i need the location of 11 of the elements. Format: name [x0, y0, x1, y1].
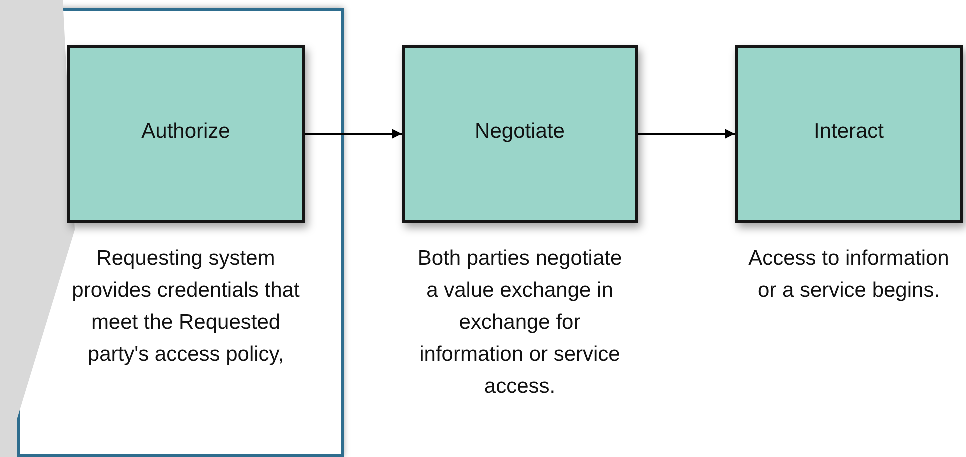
step-description: Both parties negotiate a value exchange in exchange for information or service access.	[416, 246, 624, 400]
arrow	[305, 129, 402, 139]
step-description: Requesting system provides credentials that meet the Requested party's access policy,	[71, 246, 301, 368]
process-box	[67, 45, 305, 223]
step-description: Access to information or a service begins.	[748, 246, 950, 304]
process-box	[735, 45, 963, 223]
box-label: Authorize	[142, 120, 230, 144]
arrow	[638, 129, 735, 139]
box-label: Negotiate	[475, 120, 565, 144]
process-box	[402, 45, 638, 223]
box-label: Interact	[814, 120, 884, 144]
